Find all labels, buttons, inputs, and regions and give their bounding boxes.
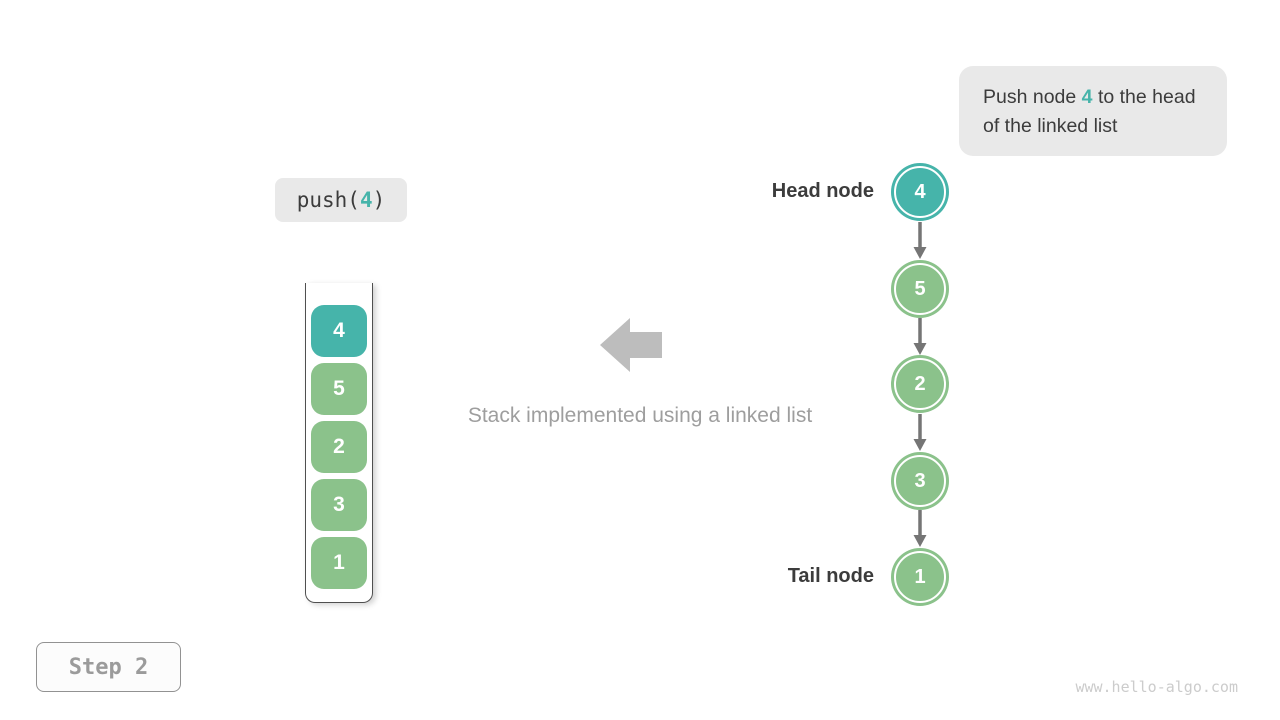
down-arrow-icon — [913, 318, 927, 355]
list-node: 2 — [891, 355, 949, 413]
annotation-text: Push node — [983, 86, 1082, 108]
node-value: 3 — [914, 469, 926, 492]
stack-caption: Stack implemented using a linked list — [467, 404, 813, 427]
watermark-text: www.hello-algo.com — [1075, 678, 1238, 696]
left-block-arrow-icon — [600, 318, 662, 372]
annotation-text-tail: to the head of the linked list — [983, 86, 1196, 137]
list-node: 1 — [891, 548, 949, 606]
node-value: 5 — [914, 277, 926, 300]
down-arrow-icon — [913, 510, 927, 547]
code-suffix: ) — [372, 188, 386, 212]
annotation-box: Push node 4 to the head of the linked li… — [959, 66, 1227, 156]
node-value: 1 — [914, 565, 926, 588]
node-value: 4 — [914, 180, 926, 203]
push-call-box: push(4) — [275, 178, 407, 222]
list-node: 3 — [891, 452, 949, 510]
stack-item: 3 — [311, 479, 367, 531]
step-label: Step 2 — [68, 654, 149, 680]
step-badge: Step 2 — [36, 642, 181, 692]
list-node: 5 — [891, 260, 949, 318]
down-arrow-icon — [913, 414, 927, 451]
code-arg: 4 — [359, 188, 373, 212]
stack-item: 2 — [311, 421, 367, 473]
node-value: 2 — [914, 372, 926, 395]
code-prefix: push( — [296, 188, 360, 212]
stack-item: 1 — [311, 537, 367, 589]
stack-item: 4 — [311, 305, 367, 357]
tail-node-label: Tail node — [787, 565, 874, 587]
stack-container: 4 5 2 3 1 — [305, 283, 373, 603]
head-node-label: Head node — [771, 180, 874, 202]
down-arrow-icon — [913, 222, 927, 259]
stack-item: 5 — [311, 363, 367, 415]
annotation-highlight-value: 4 — [1081, 86, 1093, 108]
list-node: 4 — [891, 163, 949, 221]
